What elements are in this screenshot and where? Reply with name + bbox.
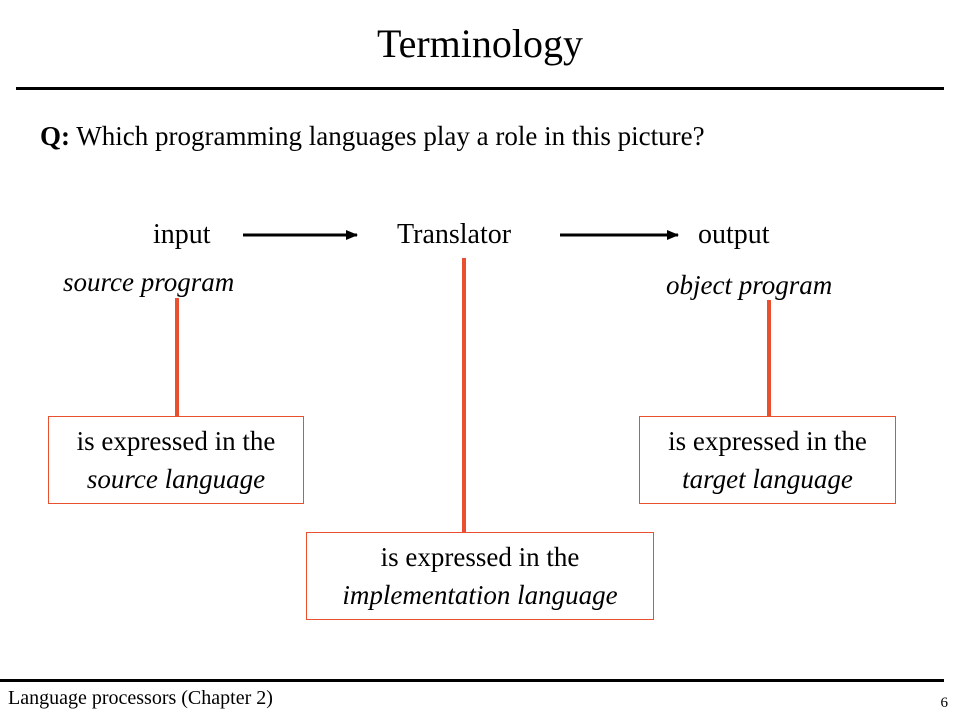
- question-prefix: Q:: [40, 121, 70, 151]
- footer-text: Language processors (Chapter 2): [8, 687, 273, 709]
- target-connector: [767, 300, 771, 416]
- target-language-box: is expressed in the target language: [639, 416, 896, 504]
- target-box-line1: is expressed in the: [668, 426, 867, 456]
- question-text: Which programming languages play a role …: [70, 121, 705, 151]
- title-divider: [16, 87, 944, 90]
- slide-title: Terminology: [376, 21, 584, 66]
- footer-divider: [0, 679, 944, 682]
- source-box-line1: is expressed in the: [76, 426, 276, 456]
- translator-connector: [462, 258, 466, 532]
- implementation-box-language: implementation language: [342, 580, 618, 610]
- implementation-box-line1: is expressed in the: [380, 542, 580, 572]
- question: Q: Which programming languages play a ro…: [40, 118, 705, 154]
- page-number: 6: [940, 695, 949, 711]
- implementation-language-box: is expressed in the implementation langu…: [306, 532, 654, 620]
- source-program-caption: source program: [63, 267, 235, 297]
- input-label: input: [153, 219, 211, 250]
- source-connector: [175, 298, 179, 416]
- object-program-caption: object program: [666, 270, 833, 300]
- output-label: output: [698, 219, 770, 250]
- source-language-box: is expressed in the source language: [48, 416, 304, 504]
- target-box-language: target language: [682, 464, 853, 494]
- translator-label: Translator: [397, 219, 512, 250]
- source-box-language: source language: [86, 464, 266, 494]
